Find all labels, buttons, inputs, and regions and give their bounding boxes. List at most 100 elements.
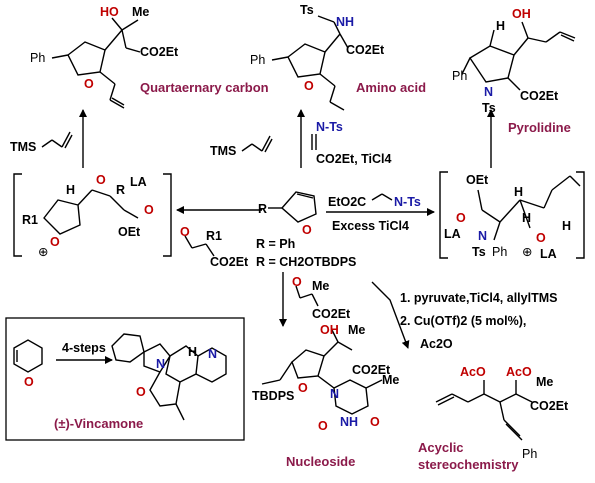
ph-label: Ph <box>492 245 507 259</box>
arrow-to-acyclic <box>371 281 410 349</box>
pyruvate-mid-co2et-label: CO2Et <box>312 307 351 321</box>
uracil-nh-label: NH <box>340 415 358 429</box>
left-intermediate: H O R LA R1 O OEt O ⊕ <box>13 173 172 259</box>
quaternary-carbon-product: Ph O HO Me CO2Et Quartaernary carbon <box>30 5 269 109</box>
pyruvate-o-label: O <box>180 225 190 239</box>
vincamone-inset: O 4-steps N H N O (±)-Vincamone <box>13 333 227 431</box>
pyruvate-left: O R1 CO2Et <box>180 225 249 269</box>
imine-reagent-right: EtO2C N-Ts Excess TiCl4 <box>326 193 435 233</box>
substrate-dihydrofuran: R O R = Ph R = CH2OTBDPS <box>256 191 356 269</box>
pyruvate-r1-label: R1 <box>206 229 222 243</box>
co2et-label: CO2Et <box>520 89 559 103</box>
h-top-label: H <box>514 185 523 199</box>
ring-o-label: O <box>304 79 314 93</box>
ph-label: Ph <box>452 69 467 83</box>
imine-nts-label: N-Ts <box>316 120 343 134</box>
ring-o-label: O <box>298 381 308 395</box>
vincamone-label: (±)-Vincamone <box>54 416 143 431</box>
n-label: N <box>484 85 493 99</box>
carbonyl-o-label: O <box>136 385 146 399</box>
ts-label: Ts <box>300 3 314 17</box>
ho-label: HO <box>100 5 119 19</box>
pyrolidine-label: Pyrolidine <box>508 120 571 135</box>
h-right-label: H <box>562 219 571 233</box>
ketone-o-label: O <box>96 173 106 187</box>
ph-label: Ph <box>522 447 537 461</box>
plus-charge: ⊕ <box>38 245 48 259</box>
la-label: LA <box>130 175 147 189</box>
r1-label: R1 <box>22 213 38 227</box>
plus-charge: ⊕ <box>522 245 532 259</box>
co2et-label: CO2Et <box>352 363 391 377</box>
excess-ticl4-label: Excess TiCl4 <box>332 219 409 233</box>
dihydropyran-o-label: O <box>24 375 34 389</box>
substrate-o-label: O <box>302 223 312 237</box>
indole-n-label: N <box>156 357 165 371</box>
pyrolidine-product: H OH Ph N Ts CO2Et Pyrolidine <box>452 7 576 135</box>
r-tbdps-label: R = CH2OTBDPS <box>256 255 356 269</box>
ring-o-label: O <box>536 231 546 245</box>
me-label: Me <box>536 375 553 389</box>
co2et-label: CO2Et <box>530 399 569 413</box>
h-label: H <box>188 345 197 359</box>
oxocarbenium-o-label: O <box>50 235 60 249</box>
aco-left-label: AcO <box>460 365 486 379</box>
me-label: Me <box>348 323 365 337</box>
r-label: R <box>116 183 125 197</box>
r-ph-label: R = Ph <box>256 237 295 251</box>
stereochemistry-label: stereochemistry <box>418 457 519 472</box>
pyruvate-mid-me-label: Me <box>312 279 329 293</box>
me-label: Me <box>132 5 149 19</box>
condition-1: 1. pyruvate,TiCl4, allylTMS <box>400 291 557 305</box>
allyl-tms-left: TMS <box>10 131 73 154</box>
h-label: H <box>66 183 75 197</box>
nucleoside-label: Nucleoside <box>286 454 355 469</box>
ph-label: Ph <box>250 53 265 67</box>
uracil-n1-label: N <box>330 387 339 401</box>
oh-label: OH <box>320 323 339 337</box>
pyruvate-co2et-label: CO2Et <box>210 255 249 269</box>
ts-label: Ts <box>482 101 496 115</box>
nucleoside-product: OH Me CO2Et TBDPS O N Me NH O O Nucleosi… <box>252 323 399 469</box>
allyl-tms-middle: TMS <box>210 135 273 158</box>
quaternary-carbon-label: Quartaernary carbon <box>140 80 269 95</box>
vincamone-inset-box <box>5 317 245 441</box>
la-right-label: LA <box>540 247 557 261</box>
co2et-label: CO2Et <box>346 43 385 57</box>
imine-reagent-top: N-Ts CO2Et, TiCl4 <box>311 120 392 166</box>
acyclic-label: Acyclic <box>418 440 464 455</box>
amino-acid-product: Ph O Ts NH CO2Et Amino acid <box>250 3 426 111</box>
ts-label: Ts <box>472 245 486 259</box>
ph-label: Ph <box>30 51 45 65</box>
uracil-me-label: Me <box>382 373 399 387</box>
n-label: N <box>478 229 487 243</box>
imine-eto2c-label: EtO2C <box>328 195 366 209</box>
h-mid-label: H <box>522 211 531 225</box>
oet-label: OEt <box>466 173 489 187</box>
condition-3: Ac2O <box>420 337 453 351</box>
tms-left-label: TMS <box>10 140 36 154</box>
amino-acid-label: Amino acid <box>356 80 426 95</box>
uracil-o2-label: O <box>318 419 328 433</box>
condition-2: 2. Cu(OTf)2 (5 mol%), <box>400 314 526 328</box>
four-steps-label: 4-steps <box>62 341 106 355</box>
pyruvate-middle: O Me CO2Et <box>292 275 351 321</box>
oet-label: OEt <box>118 225 141 239</box>
uracil-o4-label: O <box>370 415 380 429</box>
substrate-r-label: R <box>258 202 267 216</box>
co2et-label: CO2Et <box>140 45 179 59</box>
carbonyl-o-label: O <box>144 203 154 217</box>
oh-label: OH <box>512 7 531 21</box>
acyclic-product: AcO AcO Me CO2Et Ph Acyclic stereochemis… <box>418 365 569 472</box>
carbonyl-o-label: O <box>456 211 466 225</box>
right-intermediate: OEt O H LA N Ts Ph O LA H H ⊕ <box>439 171 585 261</box>
la-left-label: LA <box>444 227 461 241</box>
nh-label: NH <box>336 15 354 29</box>
imine-conditions-label: CO2Et, TiCl4 <box>316 152 392 166</box>
pyruvate-mid-o-label: O <box>292 275 302 289</box>
aco-right-label: AcO <box>506 365 532 379</box>
h-label: H <box>496 19 505 33</box>
tms-middle-label: TMS <box>210 144 236 158</box>
ring-o-label: O <box>84 77 94 91</box>
